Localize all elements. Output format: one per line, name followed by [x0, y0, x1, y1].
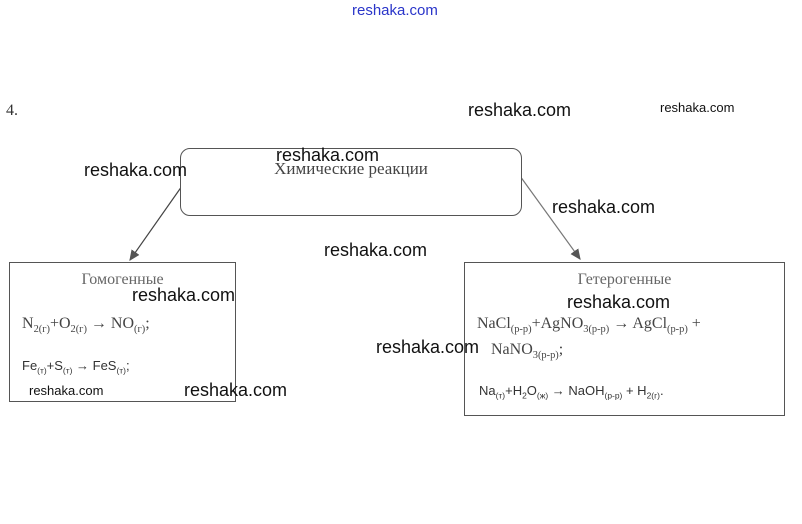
watermark: reshaka.com: [567, 292, 671, 312]
arrow-right: [519, 175, 581, 260]
homogeneous-heading: Гомогенные: [81, 271, 164, 288]
task-number: 4.: [6, 102, 18, 119]
heterogeneous-equation-1-line-1: NaCl(р-р)+AgNO3(р-р) → AgCl(р-р) +: [477, 315, 701, 336]
arrow-left: [129, 185, 183, 261]
homogeneous-equation-2: Fe(т)+S(т) → FeS(т);: [22, 358, 130, 376]
watermark: reshaka.com: [29, 383, 104, 398]
homogeneous-equation-1: N2(г)+O2(г) → NO(г);: [22, 315, 150, 336]
site-link[interactable]: reshaka.com: [352, 2, 438, 19]
watermark: reshaka.com: [324, 240, 428, 260]
heterogeneous-equation-1-line-2: NaNO3(р-р);: [491, 341, 564, 362]
root-node-box: Химические реакции: [180, 148, 522, 216]
heterogeneous-box: Гетерогенные NaCl(р-р)+AgNO3(р-р) → AgCl…: [464, 262, 785, 416]
watermark: reshaka.com: [552, 197, 656, 217]
watermark: reshaka.com: [376, 337, 480, 357]
heterogeneous-heading: Гетерогенные: [577, 271, 672, 288]
watermark: reshaka.com: [84, 160, 188, 180]
watermark: reshaka.com: [660, 100, 735, 115]
watermark: reshaka.com: [132, 285, 236, 305]
watermark: reshaka.com: [468, 100, 572, 120]
homogeneous-box: Гомогенные N2(г)+O2(г) → NO(г); Fe(т)+S(…: [9, 262, 236, 402]
heterogeneous-equation-2: Na(т)+H2O(ж) → NaOH(р-р) + H2(г).: [479, 383, 664, 401]
watermark: reshaka.com: [184, 380, 288, 400]
root-node-title: Химические реакции: [274, 159, 428, 178]
watermark: reshaka.com: [276, 145, 380, 165]
